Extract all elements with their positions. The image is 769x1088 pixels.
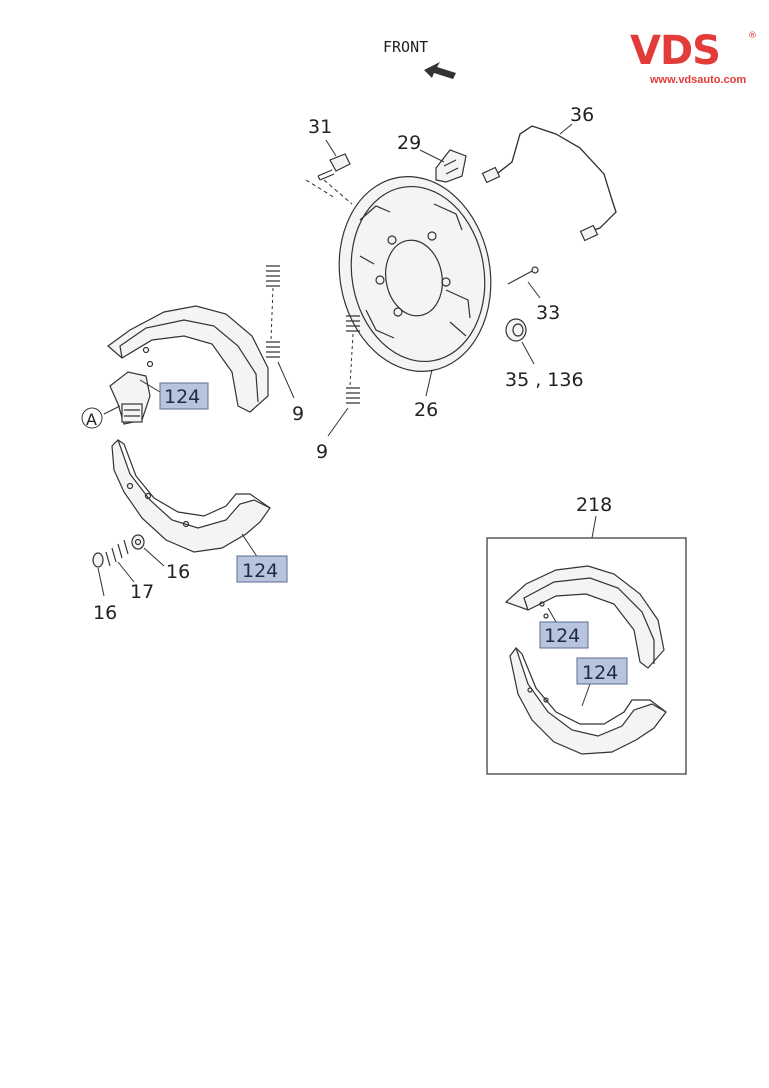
callout-29: 29 [397, 132, 421, 154]
callout-124-upper-box [159, 382, 209, 410]
callout-124-lower-box [236, 555, 288, 583]
kit-218-box [486, 537, 687, 775]
callout-124-kit-upper: 124 [544, 625, 580, 647]
kit-upper-shoe [504, 565, 665, 669]
bolt-31 [305, 139, 353, 205]
callout-35-136: 35 , 136 [505, 369, 584, 391]
callout-124-kit-lower: 124 [582, 662, 618, 684]
callout-16-right: 16 [166, 561, 190, 583]
callout-26: 26 [414, 399, 438, 421]
plug-35-136 [505, 318, 535, 365]
callout-a: A [86, 410, 97, 429]
vds-logo: VDS ® www.vdsauto.com [630, 28, 757, 86]
callout-a-circle [81, 407, 103, 429]
wheel-cylinder [103, 371, 151, 425]
front-arrow-icon [424, 62, 456, 79]
callout-218: 218 [576, 494, 612, 516]
callout-17: 17 [130, 581, 154, 603]
callout-124-kit-lower-box [576, 657, 628, 685]
logo-brand: VDS [630, 28, 720, 74]
callout-9-lower: 9 [316, 441, 328, 463]
callout-31: 31 [308, 116, 332, 138]
front-label: FRONT [383, 38, 428, 56]
callout-124-kit-upper-box [539, 621, 589, 649]
spring-9-lower [327, 315, 360, 437]
upper-brake-shoe [107, 305, 269, 413]
backing-plate-26 [338, 176, 492, 397]
callout-124-lower: 124 [242, 560, 278, 582]
kit-lower-shoe [509, 646, 667, 755]
logo-url: www.vdsauto.com [649, 74, 746, 86]
lower-brake-shoe [111, 438, 271, 559]
callout-9-upper: 9 [292, 403, 304, 425]
callout-124-upper: 124 [164, 386, 200, 408]
callout-16-left: 16 [93, 602, 117, 624]
hold-down-parts [92, 534, 165, 597]
brake-pipe-36 [481, 123, 617, 242]
logo-registered: ® [748, 31, 757, 41]
spring-9-upper [266, 265, 295, 399]
callout-33: 33 [536, 302, 560, 324]
pin-33 [507, 266, 541, 299]
bracket-29 [419, 149, 467, 183]
callout-36: 36 [570, 104, 594, 126]
